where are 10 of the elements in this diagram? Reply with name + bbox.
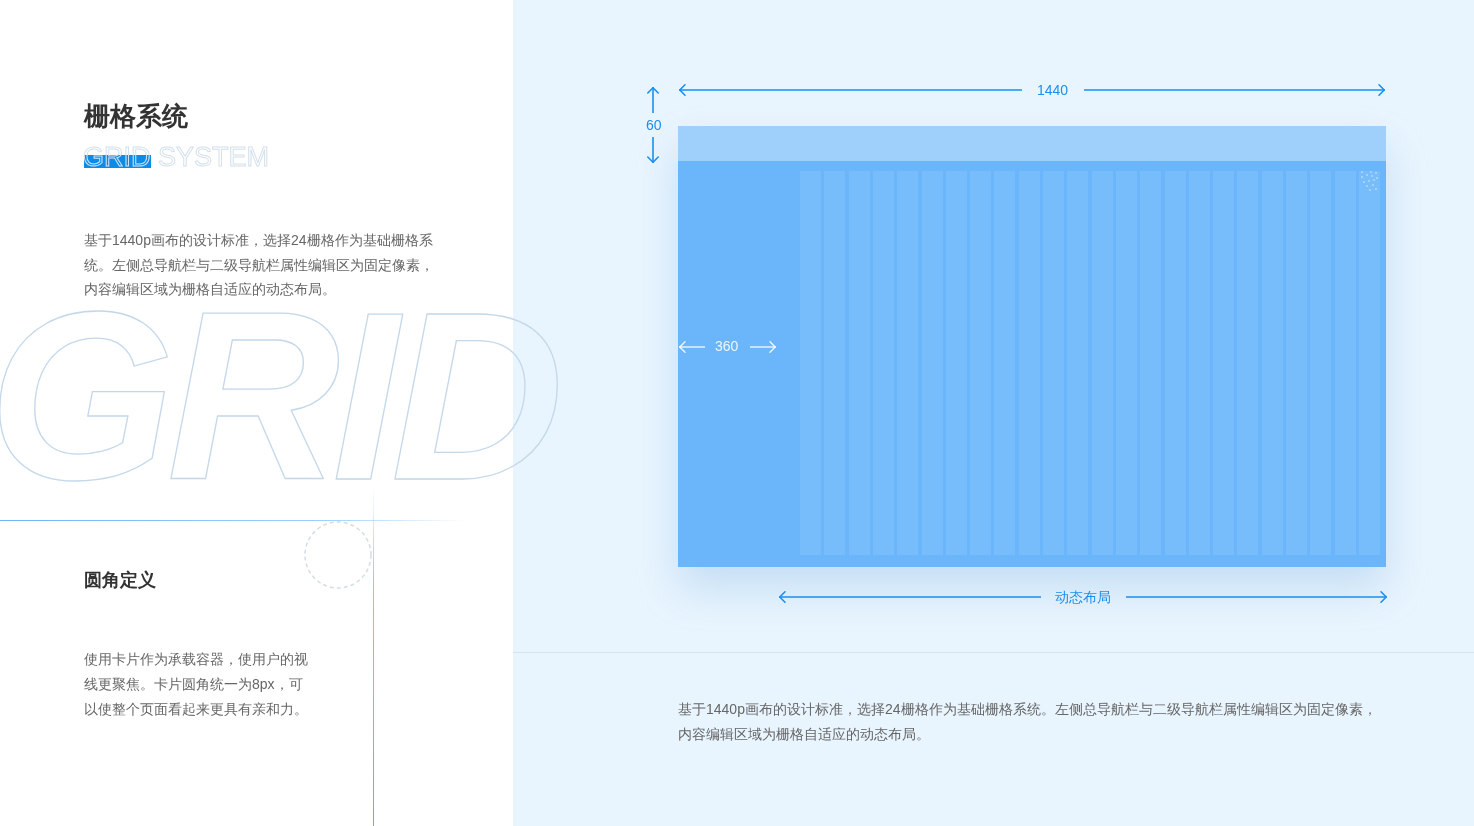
dimension-label: 动态布局 (1055, 588, 1111, 606)
description-text: 基于1440p画布的设计标准，选择24栅格作为基础栅格系统。左侧总导航栏与二级导航栏属性编辑区为固定像素，内容编辑区域为栅格自适应的动态布局。 (678, 700, 1378, 744)
outlined-lettering: GRID (0, 306, 559, 485)
heading: 栅格系统 (84, 100, 188, 132)
description-text: 基于1440p画布的设计标准，选择24栅格作为基础栅格系统。左侧总导航栏与二级导航栏属性编辑区为固定像素，内容编辑区域为栅格自适应的动态布局。 (84, 231, 435, 299)
section-heading: 圆角定义 (84, 569, 156, 592)
dimension-label: 1440 (1037, 82, 1069, 99)
description-text: 使用卡片作为承载容器，使用户的视线更聚焦。卡片圆角统一为8px，可以使整个页面看起来更具有亲和力。 (84, 650, 309, 719)
dimension-label: 60 (646, 117, 662, 134)
dimension-label: 360 (715, 338, 739, 355)
